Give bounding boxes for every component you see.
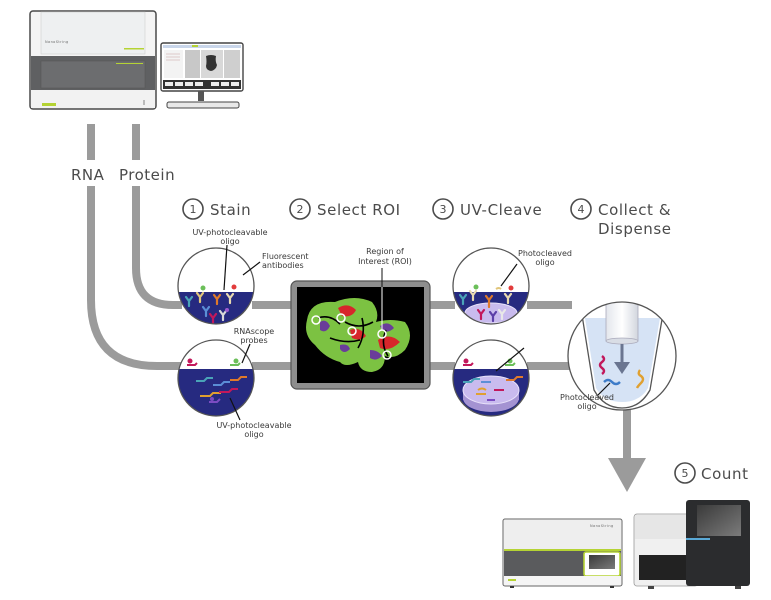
roi-screen bbox=[290, 268, 431, 390]
antibody-icons bbox=[184, 291, 235, 324]
step-4-title-line2: Dispense bbox=[598, 220, 672, 238]
step-2-header: 2 Select ROI bbox=[289, 198, 401, 220]
rnascope-probes-label-1: RNAscope bbox=[234, 327, 275, 336]
step-1-header: 1 Stain bbox=[182, 198, 251, 220]
leader-line bbox=[242, 261, 261, 276]
step-3-number: 3 bbox=[440, 203, 447, 216]
collect-tube-circle bbox=[567, 301, 677, 411]
stain-rna-circle bbox=[177, 339, 255, 421]
rna-pipe bbox=[87, 186, 182, 370]
step-4-title-line1: Collect & bbox=[598, 201, 671, 219]
step-2-number: 2 bbox=[297, 203, 304, 216]
down-arrow-icon bbox=[608, 458, 646, 492]
fluorescent-antibodies-label-1: Fluorescent bbox=[262, 252, 309, 261]
protein-pipe bbox=[132, 186, 182, 309]
leader-line bbox=[495, 347, 525, 372]
sequencer-instrument bbox=[633, 500, 750, 589]
stain-rna-oligo-label-1: UV-photocleavable bbox=[216, 421, 291, 430]
fluorescent-antibodies-label-2: antibodies bbox=[262, 261, 304, 270]
collect-oligo-label-2: oligo bbox=[577, 402, 596, 411]
step-4-header: 4 Collect & Dispense bbox=[570, 198, 672, 238]
step-5-title: Count bbox=[701, 465, 749, 483]
stain-protein-oligo-label-1: UV-photocleavable bbox=[192, 228, 267, 237]
cleave-oligo-label-2: oligo bbox=[535, 258, 554, 267]
leader-line bbox=[597, 382, 611, 396]
step-4-number: 4 bbox=[578, 203, 585, 216]
geomx-instrument: NanoString bbox=[29, 10, 157, 110]
collect-oligo-label-1: Photocleaved bbox=[560, 393, 614, 402]
stain-protein-circle bbox=[177, 244, 261, 325]
roi-label-2: Interest (ROI) bbox=[358, 257, 412, 266]
cleave-rna-circle bbox=[452, 339, 530, 417]
rnascope-probes-label-2: probes bbox=[240, 336, 267, 345]
leader-line bbox=[223, 244, 228, 291]
leader-line bbox=[500, 263, 518, 287]
step-3-header: 3 UV-Cleave bbox=[432, 198, 542, 220]
step-1-title: Stain bbox=[210, 201, 251, 219]
count-instrument-brand: NanoString bbox=[590, 524, 614, 528]
step-5-number: 5 bbox=[682, 467, 689, 480]
instrument-brand: NanoString bbox=[45, 40, 69, 44]
step-1-number: 1 bbox=[190, 203, 197, 216]
rna-label: RNA bbox=[71, 166, 105, 184]
roi-markers bbox=[311, 313, 392, 360]
leader-line bbox=[241, 343, 251, 364]
stain-rna-oligo-label-2: oligo bbox=[244, 430, 263, 439]
ncounter-instrument: NanoString bbox=[502, 518, 623, 588]
roi-label-1: Region of bbox=[366, 247, 404, 256]
step-5-header: 5 Count bbox=[674, 462, 749, 484]
step-2-title: Select ROI bbox=[317, 201, 401, 219]
stain-protein-oligo-label-2: oligo bbox=[220, 237, 239, 246]
step-3-title: UV-Cleave bbox=[460, 201, 542, 219]
protein-label: Protein bbox=[119, 166, 175, 184]
cleave-oligo-label-1: Photocleaved bbox=[518, 249, 572, 258]
flow-pipes bbox=[87, 124, 631, 460]
leader-line bbox=[229, 397, 241, 421]
computer-monitor bbox=[160, 42, 244, 109]
